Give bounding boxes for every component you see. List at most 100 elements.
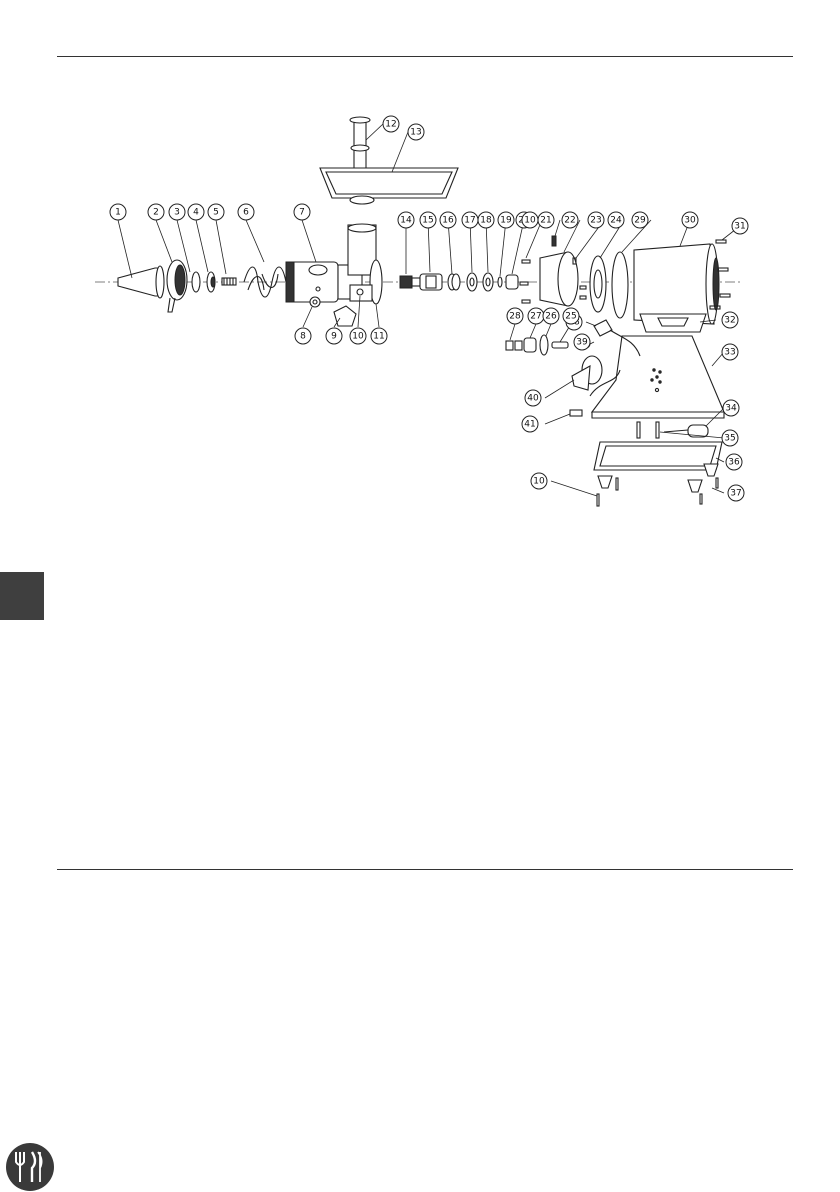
callout-18: 18 [478,212,494,228]
part-handle [640,314,706,332]
svg-text:19: 19 [500,216,512,226]
part-sausage-horn [118,266,164,298]
part-locking-ring [167,260,187,312]
callout-26: 26 [543,308,559,324]
svg-text:2: 2 [153,208,159,218]
callout-12: 12 [383,116,399,132]
part-disc-26 [540,335,548,355]
svg-text:33: 33 [724,348,735,358]
callout-30: 30 [682,212,698,228]
svg-text:39: 39 [576,338,588,348]
svg-text:3: 3 [174,208,180,218]
part-bolt-41 [570,410,582,416]
part-gear-shaft [400,276,420,288]
svg-text:8: 8 [300,332,306,342]
callout-36: 36 [726,454,742,470]
callout-21: 21 [538,212,554,228]
svg-text:6: 6 [243,208,249,218]
part-screw-10 [597,494,599,506]
callout-37: 37 [728,485,744,501]
part-switch [572,356,602,390]
callout-31: 31 [732,218,748,234]
callout-25: 25 [563,308,579,324]
svg-text:16: 16 [442,216,454,226]
svg-text:11: 11 [373,332,384,342]
svg-text:23: 23 [590,216,601,226]
callout-10: 10 [531,473,547,489]
svg-text:17: 17 [464,216,475,226]
callout-6: 6 [238,204,254,220]
callout-10: 10 [522,212,538,228]
callout-11: 11 [371,328,387,344]
callout-39: 39 [574,334,590,350]
svg-text:9: 9 [331,332,337,342]
svg-text:34: 34 [725,404,737,414]
callout-29: 29 [632,212,648,228]
part-pin [222,278,236,285]
svg-text:10: 10 [524,216,536,226]
svg-text:13: 13 [410,128,421,138]
callout-34: 34 [723,400,739,416]
callout-16: 16 [440,212,456,228]
callout-5: 5 [208,204,224,220]
part-feed-head [286,224,382,304]
callout-19: 19 [498,212,514,228]
svg-text:12: 12 [385,120,396,130]
svg-text:10: 10 [352,332,364,342]
svg-text:18: 18 [480,216,492,226]
callout-7: 7 [294,204,310,220]
callout-1: 1 [110,204,126,220]
callout-3: 3 [169,204,185,220]
fork-knife-logo-icon [6,1143,54,1191]
callout-17: 17 [462,212,478,228]
callout-15: 15 [420,212,436,228]
svg-text:7: 7 [299,208,305,218]
svg-text:1: 1 [115,208,121,218]
svg-text:32: 32 [724,316,735,326]
callout-33: 33 [722,344,738,360]
svg-text:28: 28 [509,312,521,322]
part-knob [334,306,356,326]
svg-text:4: 4 [193,208,199,218]
svg-text:27: 27 [530,312,541,322]
callout-41: 41 [522,416,538,432]
callout-27: 27 [528,308,544,324]
part-ring-19 [498,277,502,287]
callout-14: 14 [398,212,414,228]
part-gear [580,256,606,312]
callout-32: 32 [722,312,738,328]
part-screws-35 [637,422,659,438]
part-front-housing [520,252,578,306]
part-washer-28 [506,341,522,350]
svg-text:36: 36 [728,458,740,468]
part-separator [192,272,200,292]
svg-text:25: 25 [565,312,576,322]
part-gasket [612,252,628,318]
part-base-housing [590,336,724,418]
part-bushing-20 [506,275,518,289]
part-motor-housing [634,244,719,324]
callout-2: 2 [148,204,164,220]
svg-text:15: 15 [422,216,433,226]
part-nut [310,297,320,307]
svg-text:31: 31 [734,222,745,232]
svg-text:5: 5 [213,208,219,218]
part-tray [320,168,458,204]
callout-13: 13 [408,124,424,140]
callout-28: 28 [507,308,523,324]
part-shaft-25 [552,342,568,348]
callout-9: 9 [326,328,342,344]
callout-10: 10 [350,328,366,344]
part-capacitor [664,425,708,437]
part-spacer [207,272,215,292]
callout-40: 40 [525,390,541,406]
svg-text:10: 10 [533,477,545,487]
callout-24: 24 [608,212,624,228]
svg-text:40: 40 [527,394,539,404]
part-bushing-27 [524,338,536,352]
part-shaft [420,274,442,290]
part-bearing-17 [467,273,477,291]
svg-text:21: 21 [540,216,551,226]
svg-text:26: 26 [545,312,557,322]
